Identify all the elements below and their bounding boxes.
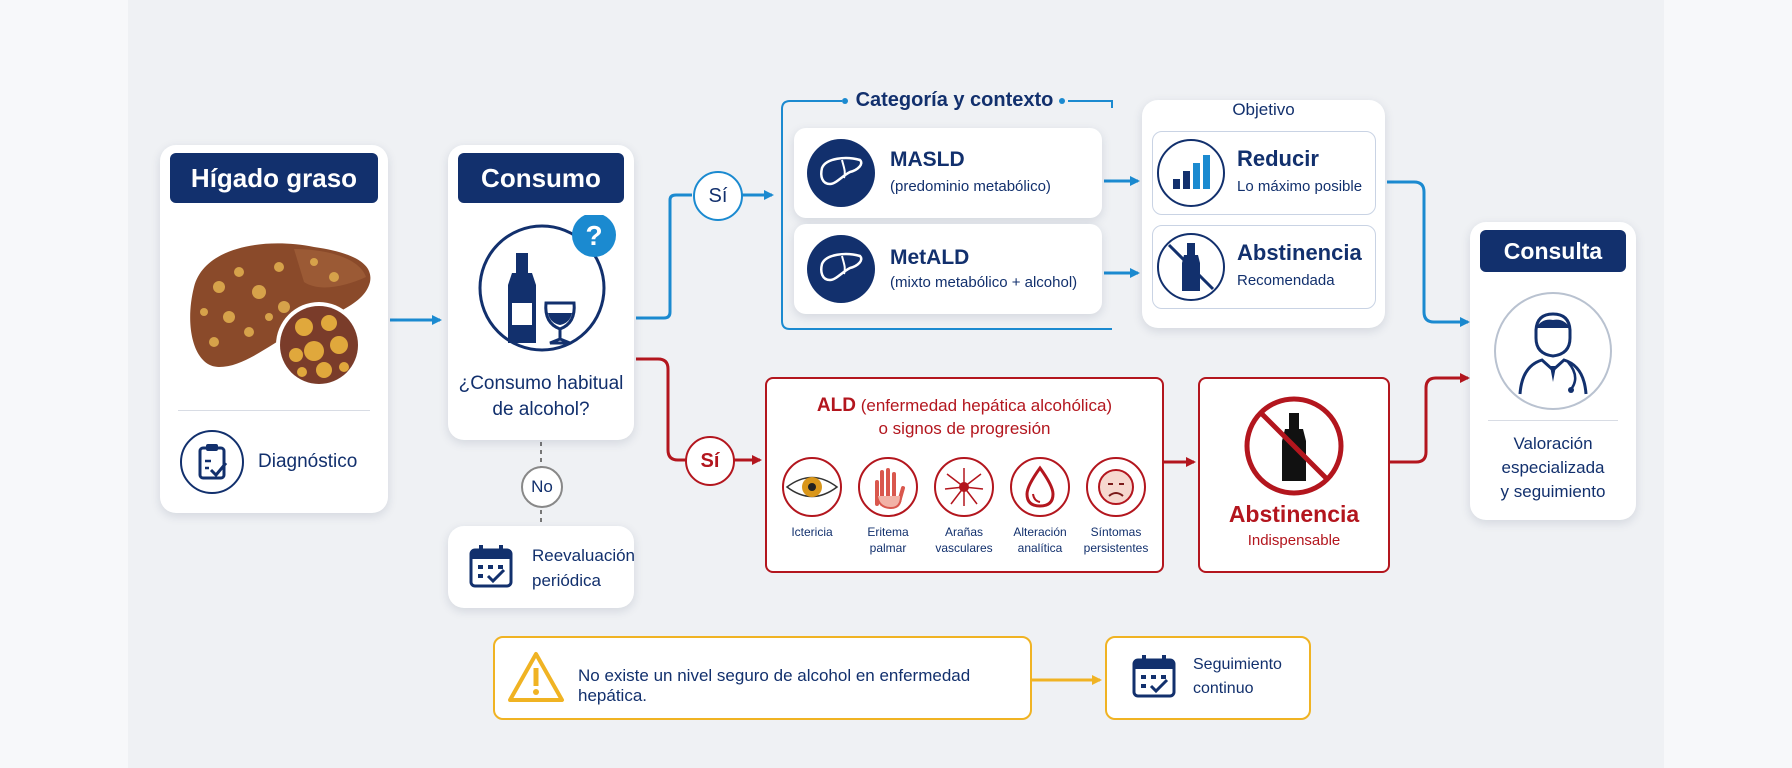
liver-navy-icon xyxy=(807,139,875,207)
spider-veins-icon xyxy=(934,457,994,517)
higado-graso-card: Hígado graso Diagnóstico xyxy=(160,145,388,513)
abstinencia-box: Abstinencia Recomendada xyxy=(1152,225,1376,309)
no-bottle-icon xyxy=(1157,233,1225,301)
seguimiento-line2: continuo xyxy=(1193,680,1254,697)
ald-title-line2: o signos de progresión xyxy=(878,419,1051,438)
consumo-title: Consumo xyxy=(458,153,624,203)
divider xyxy=(1488,420,1618,421)
abstinencia-red-title: Abstinencia xyxy=(1228,501,1360,527)
svg-text:?: ? xyxy=(585,220,602,251)
diagnostico-label: Diagnóstico xyxy=(258,451,358,472)
categoria-bracket xyxy=(781,100,1112,330)
consulta-title: Consulta xyxy=(1480,230,1626,272)
metald-title: MetALD xyxy=(890,246,970,269)
sign-label-aranas-2: vasculares xyxy=(935,541,993,555)
consumo-question-line1: ¿Consumo habitual xyxy=(458,373,624,394)
consulta-card: Consulta Valoración especializada y segu… xyxy=(1470,222,1636,520)
sign-label-eritema-2: palmar xyxy=(869,541,907,555)
reducir-box: Reducir Lo máximo posible xyxy=(1152,131,1376,215)
categoria-bracket-right xyxy=(1068,100,1113,108)
consumo-question-line2: de alcohol? xyxy=(492,399,590,420)
sign-label-ictericia: Ictericia xyxy=(791,525,833,539)
abstinencia-red-subtitle: Indispensable xyxy=(1247,532,1341,549)
ald-card: ALD (enfermedad hepática alcohólica) o s… xyxy=(765,377,1164,573)
abstinencia-title: Abstinencia xyxy=(1237,240,1362,265)
higado-graso-title: Hígado graso xyxy=(170,153,378,203)
sign-label-sintomas-2: persistentes xyxy=(1083,541,1149,555)
abstinencia-subtitle: Recomendada xyxy=(1237,272,1335,289)
masld-card: MASLD (predominio metabólico) xyxy=(794,128,1102,218)
si-red-badge: Sí xyxy=(685,436,735,486)
sign-label-aranas-1: Arañas xyxy=(944,525,984,539)
arrow-objetivo-consulta xyxy=(1387,180,1470,327)
no-alcohol-icon xyxy=(1244,396,1344,496)
eye-icon xyxy=(782,457,842,517)
objetivo-card: Objetivo Reducir Lo máximo posible Absti… xyxy=(1142,100,1385,328)
ald-title: ALD (enfermedad hepática alcohólica) xyxy=(767,395,1162,417)
masld-title: MASLD xyxy=(890,148,965,171)
palm-hand-icon xyxy=(858,457,918,517)
si-blue-label: Sí xyxy=(708,185,728,207)
reducir-subtitle: Lo máximo posible xyxy=(1237,178,1363,195)
blood-drop-icon xyxy=(1010,457,1070,517)
sign-label-alteracion-2: analítica xyxy=(1017,541,1063,555)
warning-triangle-icon xyxy=(508,652,564,702)
metald-subtitle: (mixto metabólico + alcohol) xyxy=(890,274,1078,291)
arrow-consumo-si-red xyxy=(636,357,686,462)
abstinencia-indispensable-card: Abstinencia Indispensable xyxy=(1198,377,1390,573)
no-badge: No xyxy=(521,466,563,508)
arrow-abst-consulta xyxy=(1388,373,1470,464)
masld-subtitle: (predominio metabólico) xyxy=(890,178,1051,195)
consulta-line1: Valoración xyxy=(1513,434,1593,453)
no-label: No xyxy=(531,477,553,496)
calendar-check-icon xyxy=(469,545,513,588)
sign-label-eritema-1: Eritema xyxy=(867,525,909,539)
sick-face-icon xyxy=(1086,457,1146,517)
reevaluacion-line1: Reevaluación xyxy=(532,546,636,565)
warning-box: No existe un nivel seguro de alcohol en … xyxy=(493,636,1032,720)
reevaluacion-card: Reevaluación periódica xyxy=(448,526,636,608)
si-red-label: Sí xyxy=(700,450,720,472)
consumo-card: Consumo ? ¿Consumo habitual de alcohol? xyxy=(448,145,634,440)
objetivo-header: Objetivo xyxy=(1232,100,1295,119)
seguimiento-line1: Seguimiento xyxy=(1193,656,1282,673)
liver-navy-icon xyxy=(807,235,875,303)
ald-title-bold: ALD xyxy=(816,395,856,416)
calendar-icon xyxy=(1132,655,1176,698)
clipboard-check-icon xyxy=(180,430,244,494)
seguimiento-box: Seguimiento continuo xyxy=(1105,636,1311,720)
warning-text: No existe un nivel seguro de alcohol en … xyxy=(578,666,971,705)
doctor-icon xyxy=(1494,292,1612,410)
categoria-header: Categoría y contexto xyxy=(855,89,1054,111)
reevaluacion-line2: periódica xyxy=(532,571,601,590)
reducir-title: Reducir xyxy=(1237,146,1319,171)
fatty-liver-icon xyxy=(190,243,371,388)
arrow-consumo-si-blue xyxy=(636,193,692,320)
consulta-line2: especializada xyxy=(1501,458,1605,477)
ald-title-rest: (enfermedad hepática alcohólica) xyxy=(860,396,1113,415)
divider xyxy=(178,410,370,411)
sign-label-alteracion-1: Alteración xyxy=(1013,525,1067,539)
bar-chart-icon xyxy=(1157,139,1225,207)
si-blue-badge: Sí xyxy=(693,171,743,221)
metald-card: MetALD (mixto metabólico + alcohol) xyxy=(794,224,1102,314)
consulta-line3: y seguimiento xyxy=(1500,482,1606,501)
sign-label-sintomas-1: Síntomas xyxy=(1090,525,1142,539)
wine-bottle-glass-icon: ? xyxy=(478,215,616,352)
